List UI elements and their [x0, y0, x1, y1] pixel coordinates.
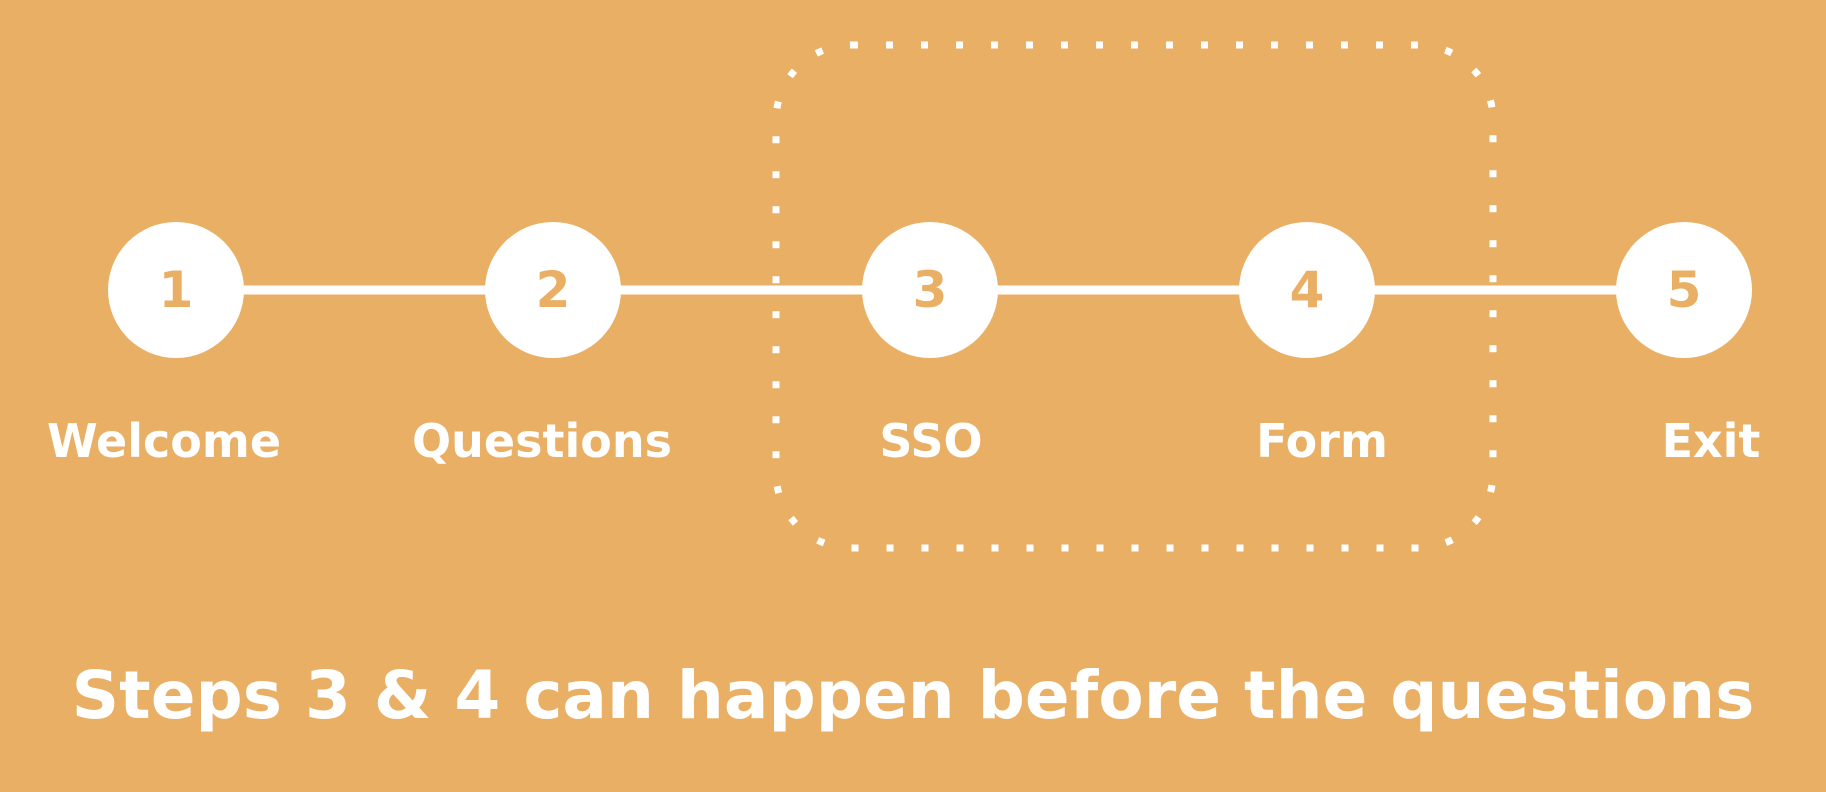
step-4: 4 Form	[1239, 222, 1388, 468]
step-1-label: Welcome	[47, 414, 281, 468]
step-4-label: Form	[1256, 414, 1388, 468]
step-5-label: Exit	[1662, 414, 1761, 468]
step-2: 2 Questions	[412, 222, 672, 468]
step-1-circle	[108, 222, 244, 358]
step-1-number: 1	[159, 261, 194, 319]
step-4-number: 4	[1290, 261, 1325, 319]
step-3-label: SSO	[879, 414, 982, 468]
step-2-circle	[485, 222, 621, 358]
step-3: 3 SSO	[862, 222, 998, 468]
step-3-number: 3	[913, 261, 948, 319]
step-4-circle	[1239, 222, 1375, 358]
step-1: 1 Welcome	[47, 222, 281, 468]
step-5: 5 Exit	[1616, 222, 1760, 468]
step-5-circle	[1616, 222, 1752, 358]
step-2-number: 2	[536, 261, 571, 319]
step-5-number: 5	[1667, 261, 1702, 319]
step-3-circle	[862, 222, 998, 358]
optional-steps-group-box	[772, 41, 1497, 552]
diagram-caption: Steps 3 & 4 can happen before the questi…	[72, 657, 1755, 734]
step-2-label: Questions	[412, 414, 672, 468]
